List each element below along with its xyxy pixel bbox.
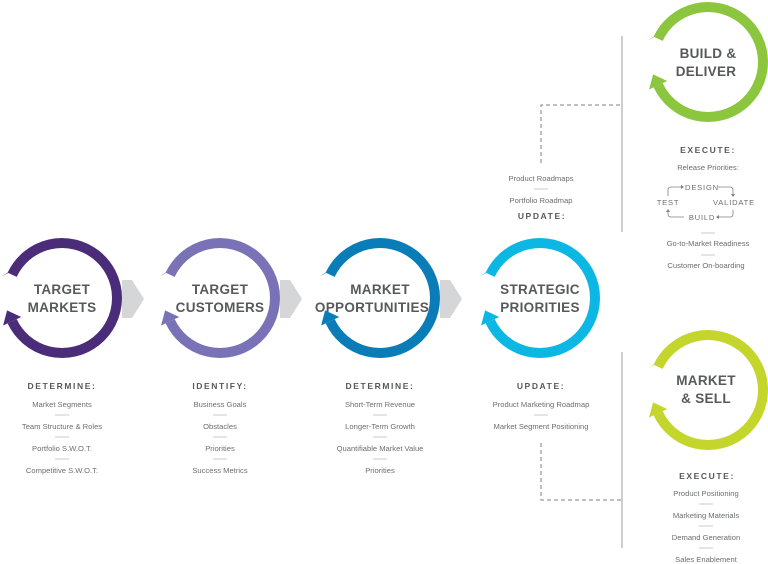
arrow-tail-icon — [647, 35, 658, 41]
strategic-top-heading: UPDATE: — [518, 211, 566, 221]
market-sell-title: MARKET — [676, 373, 736, 388]
stage-title-target-markets-2: MARKETS — [28, 300, 97, 315]
stage-heading: DETERMINE: — [28, 381, 97, 391]
ring-arc — [325, 238, 440, 358]
rings — [1, 2, 768, 450]
dashed-connector-top — [540, 104, 622, 163]
ring-target-markets — [1, 238, 122, 358]
arrowhead-icon — [321, 310, 340, 326]
arrowhead-icon — [481, 310, 500, 326]
list-item: Portfolio Roadmap — [510, 196, 573, 205]
list-item: Priorities — [365, 466, 395, 475]
arrow-tail-icon — [159, 271, 170, 277]
arrow-tail-icon — [647, 363, 658, 369]
list-item: Success Metrics — [192, 466, 247, 475]
ring-target-customers — [159, 238, 280, 358]
list-item: Quantifiable Market Value — [337, 444, 424, 453]
cycle-design: DESIGN — [685, 183, 719, 192]
release-cycle: DESIGN VALIDATE BUILD TEST — [657, 183, 755, 222]
list-item: Portfolio S.W.O.T. — [32, 444, 92, 453]
market-sell-title-2: & SELL — [681, 391, 731, 406]
build-deliver-title: BUILD & — [680, 46, 737, 61]
build-deliver-heading: EXECUTE: — [680, 145, 736, 155]
stage-title-target-markets: TARGET — [34, 282, 91, 297]
arrow-tail-icon — [319, 271, 330, 277]
cycle-test: TEST — [657, 198, 680, 207]
stage-title-market-opportunities-2: OPPORTUNITIES — [315, 300, 429, 315]
list-item: Longer-Term Growth — [345, 422, 415, 431]
list-item: Demand Generation — [672, 533, 740, 542]
stage-title-target-customers-2: CUSTOMERS — [176, 300, 265, 315]
arrow-tail-icon — [479, 271, 490, 277]
list-item: Sales Enablement — [675, 555, 738, 564]
ring-arc — [653, 330, 768, 450]
list-item: Customer On-boarding — [667, 261, 744, 270]
stage-heading: DETERMINE: — [346, 381, 415, 391]
list-item: Business Goals — [194, 400, 247, 409]
chevron-arrow-icon — [280, 280, 302, 318]
chevron-arrow-icon — [122, 280, 144, 318]
cycle-validate: VALIDATE — [713, 198, 755, 207]
dashed-connector-bottom — [540, 443, 622, 501]
stage-heading: IDENTIFY: — [192, 381, 247, 391]
ring-arc — [653, 2, 768, 122]
cycle-arrow-icon — [667, 186, 734, 218]
ring-market-opportunities — [319, 238, 440, 358]
list-item: Go-to-Market Readiness — [667, 239, 750, 248]
arrowhead-icon — [3, 310, 22, 326]
list-item: Competitive S.W.O.T. — [26, 466, 98, 475]
list-item: Team Structure & Roles — [22, 422, 102, 431]
stage-title-strategic-priorities-2: PRIORITIES — [500, 300, 580, 315]
stage-heading: UPDATE: — [517, 381, 565, 391]
arrow-tail-icon — [1, 271, 12, 277]
list-item: Market Segment Positioning — [494, 422, 589, 431]
list-item: Product Positioning — [673, 489, 738, 498]
ring-build-deliver — [647, 2, 768, 122]
market-sell-heading: EXECUTE: — [679, 471, 735, 481]
ring-arc — [165, 238, 280, 358]
ring-market-sell — [647, 330, 768, 450]
cycle-build: BUILD — [689, 213, 715, 222]
stage-title-market-opportunities: MARKET — [350, 282, 410, 297]
ring-arc — [485, 238, 600, 358]
list-item: Priorities — [205, 444, 235, 453]
chevron-arrow-icon — [440, 280, 462, 318]
arrowhead-icon — [649, 74, 668, 90]
list-item: Short-Term Revenue — [345, 400, 415, 409]
ring-strategic-priorities — [479, 238, 600, 358]
build-deliver-title-2: DELIVER — [676, 64, 737, 79]
stage-title-strategic-priorities: STRATEGIC — [500, 282, 580, 297]
list-item: Obstacles — [203, 422, 237, 431]
release-priorities-label: Release Priorities: — [677, 163, 739, 172]
arrowhead-icon — [161, 310, 180, 326]
list-item: Product Roadmaps — [508, 174, 573, 183]
arrowhead-icon — [649, 402, 668, 418]
list-item: Marketing Materials — [673, 511, 739, 520]
ring-arc — [7, 238, 122, 358]
list-item: Product Marketing Roadmap — [493, 400, 590, 409]
list-item: Market Segments — [32, 400, 92, 409]
stage-title-target-customers: TARGET — [192, 282, 249, 297]
chevrons — [122, 280, 462, 318]
